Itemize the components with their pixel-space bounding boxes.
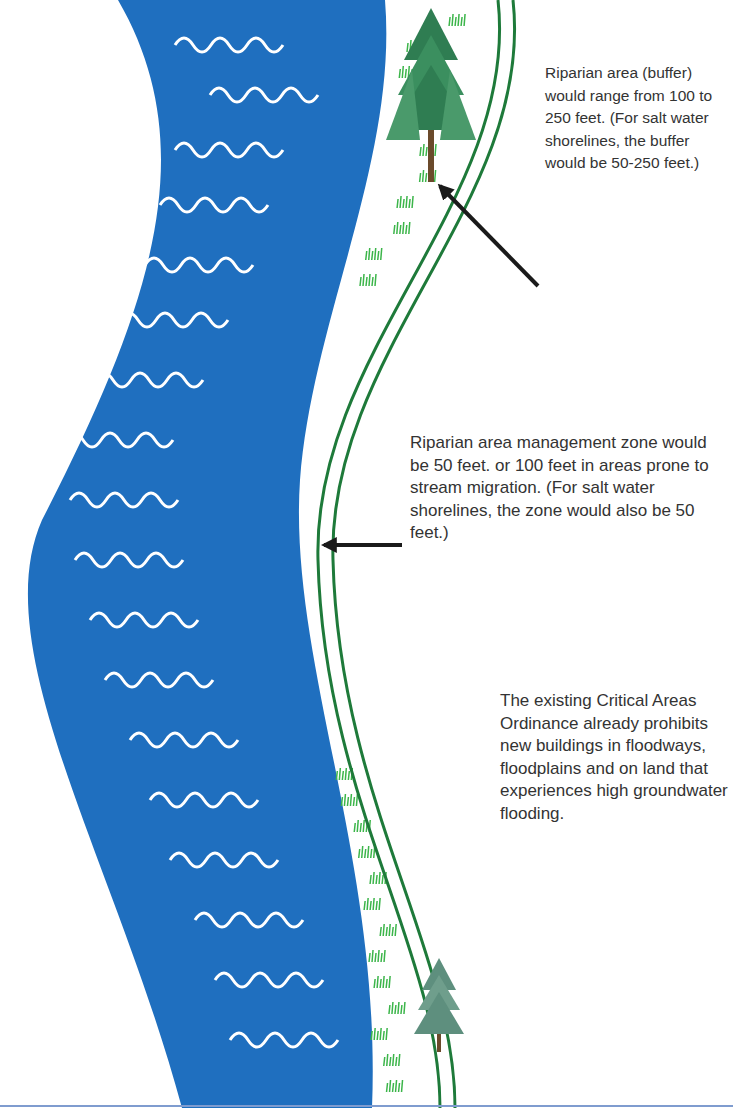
water-waves <box>65 38 338 1047</box>
annotation-label: Riparian area management zone would be 5… <box>410 432 728 545</box>
management-zone-line <box>318 0 500 1108</box>
wave-mark <box>175 38 283 52</box>
wave-mark <box>130 733 238 747</box>
wave-mark <box>230 1033 338 1047</box>
annotation-label: Riparian area (buffer) would range from … <box>545 62 731 175</box>
pine-tree <box>386 8 476 182</box>
wave-mark <box>195 913 303 927</box>
wave-mark <box>65 433 173 447</box>
wave-mark <box>70 493 178 507</box>
wave-mark <box>105 673 213 687</box>
grass-tuft <box>387 1080 403 1092</box>
grass-tuft <box>449 14 465 26</box>
grass-tuft <box>364 898 380 910</box>
grass-tuft <box>369 950 385 962</box>
grass-tufts <box>336 14 465 1092</box>
bottom-rule <box>0 1105 733 1107</box>
leader-arrow <box>324 543 402 547</box>
wave-mark <box>150 793 258 807</box>
wave-mark <box>90 613 198 627</box>
grass-tuft <box>389 1002 405 1014</box>
grass-tuft <box>360 274 376 286</box>
wave-mark <box>95 373 203 387</box>
small-pine-tree <box>414 958 464 1052</box>
grass-tuft <box>384 1054 400 1066</box>
wave-mark <box>170 853 278 867</box>
grass-tuft <box>374 976 390 988</box>
grass-tuft <box>366 248 382 260</box>
wave-mark <box>75 553 183 567</box>
leader-arrow <box>440 186 538 286</box>
grass-tuft <box>394 222 410 234</box>
grass-tuft <box>341 794 357 806</box>
grass-tuft <box>371 1028 387 1040</box>
grass-tuft <box>359 846 375 858</box>
wave-mark <box>210 88 318 102</box>
wave-mark <box>175 143 283 157</box>
buffer-line <box>333 0 515 1108</box>
wave-mark <box>145 258 253 272</box>
grass-tuft <box>397 196 413 208</box>
wave-mark <box>215 973 323 987</box>
wave-mark <box>160 198 268 212</box>
grass-tuft <box>380 924 396 936</box>
wave-mark <box>120 313 228 327</box>
annotation-label: The existing Critical Areas Ordinance al… <box>500 690 728 825</box>
